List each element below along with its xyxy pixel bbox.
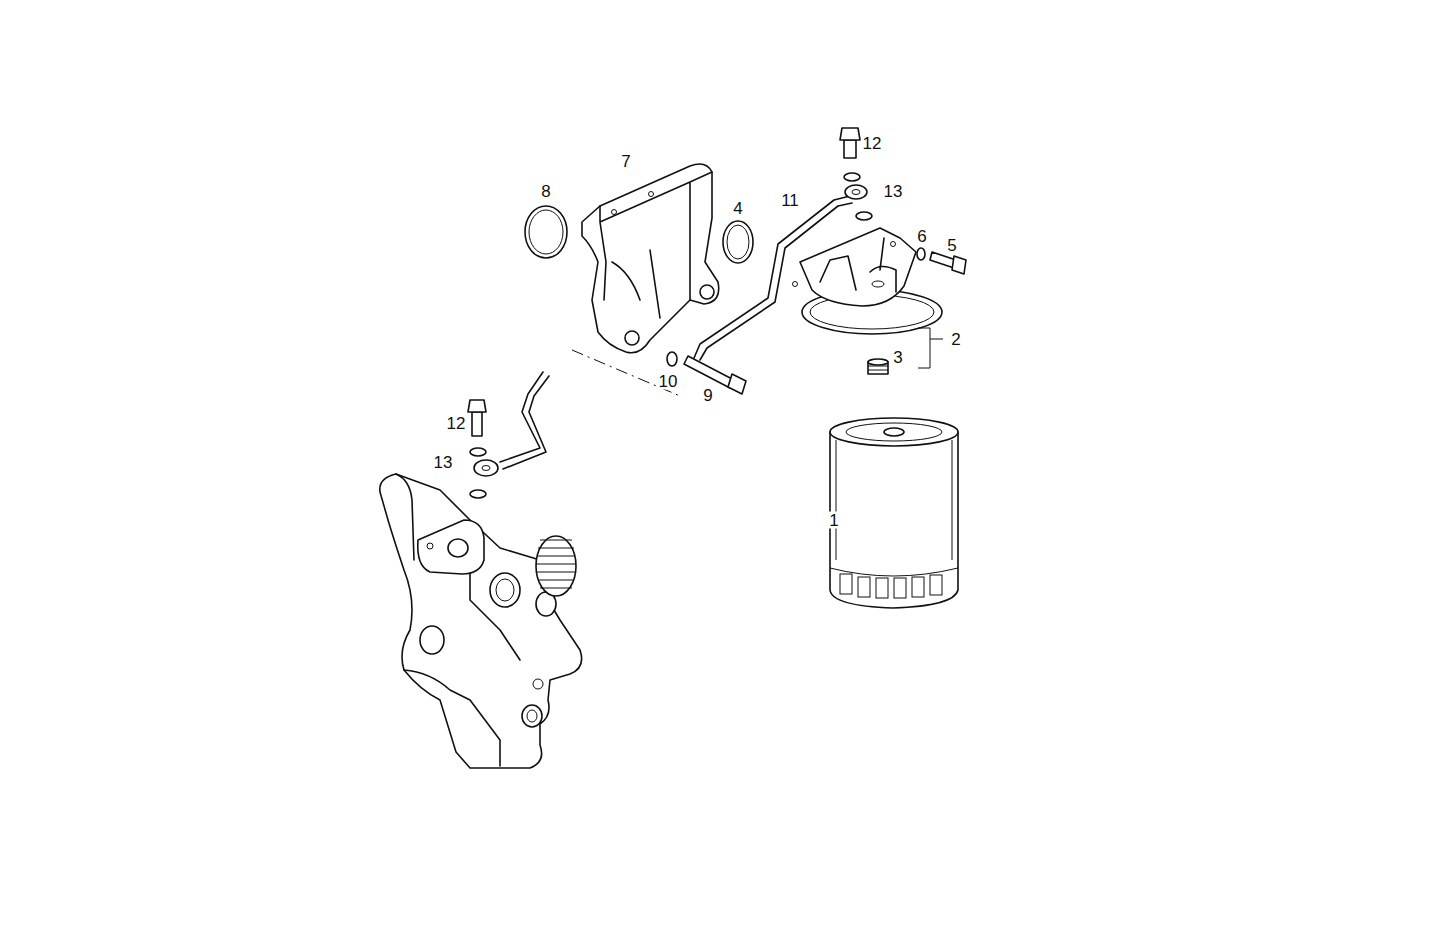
pump-port	[527, 710, 537, 722]
callout-number: 10	[658, 373, 679, 390]
pump-gear	[536, 536, 576, 596]
oil-pipe	[500, 372, 543, 462]
oil-pump-housing	[396, 474, 520, 766]
oil-filter-grip	[840, 574, 942, 598]
callout-number: 4	[732, 200, 743, 217]
oil-filter	[884, 428, 904, 436]
bolt-head	[952, 256, 966, 274]
o-ring	[529, 210, 563, 254]
callout-number: 5	[946, 237, 957, 254]
pump-hole	[427, 543, 433, 549]
callout-number: 13	[883, 183, 904, 200]
continuation-line	[572, 350, 680, 396]
washer	[470, 448, 486, 456]
bolt-head	[840, 128, 860, 140]
oil-filter	[846, 423, 942, 441]
callout-number: 6	[916, 228, 927, 245]
bracket-hole	[700, 285, 714, 299]
pump-flange	[418, 520, 484, 574]
threaded-nipple	[868, 359, 888, 365]
callout-number: 1	[828, 512, 839, 529]
bolt-head	[468, 400, 486, 412]
filter-head-port	[872, 281, 884, 287]
callout-number: 7	[620, 153, 631, 170]
callout-number: 9	[702, 387, 713, 404]
callout-number: 8	[540, 183, 551, 200]
pump-hole	[533, 679, 543, 689]
filter-bracket	[600, 172, 712, 318]
pump-port	[496, 579, 514, 601]
oil-filter	[830, 418, 958, 446]
pump-port	[490, 573, 520, 607]
banjo-fitting	[482, 466, 490, 471]
pump-port	[448, 539, 468, 557]
banjo-fitting	[852, 190, 860, 195]
washer	[667, 352, 677, 366]
washer	[470, 490, 486, 498]
washer	[856, 212, 872, 220]
washer	[844, 173, 860, 181]
bracket-hole	[612, 210, 617, 215]
oil-filter	[830, 432, 958, 608]
pump-port	[420, 626, 444, 654]
callout-number: 2	[950, 331, 961, 348]
bracket-hole	[649, 192, 654, 197]
filter-bracket	[582, 164, 719, 353]
bolt-head	[728, 374, 746, 394]
bracket-hole	[625, 331, 639, 345]
callout-number: 11	[780, 192, 800, 209]
filter-head-hole	[793, 282, 798, 287]
oil-filter	[830, 440, 958, 576]
filter-head	[820, 238, 896, 292]
bolt	[684, 356, 734, 388]
bolt	[472, 412, 482, 436]
filter-head-hole	[891, 242, 896, 247]
pump-gear-teeth	[536, 540, 576, 588]
callout-number: 3	[892, 349, 903, 366]
filter-head	[800, 228, 916, 306]
banjo-fitting	[474, 460, 498, 476]
oil-pipe	[503, 376, 549, 469]
o-ring	[525, 206, 567, 258]
o-ring	[723, 221, 753, 263]
threaded-nipple	[868, 366, 888, 370]
pump-port	[522, 705, 542, 727]
group-bracket	[918, 328, 943, 368]
oil-pump-housing	[380, 474, 582, 768]
bolt	[844, 140, 856, 158]
callout-number: 12	[446, 415, 467, 432]
callout-number: 13	[433, 454, 454, 471]
o-ring	[727, 225, 749, 259]
banjo-fitting	[845, 185, 867, 199]
callout-number: 12	[862, 135, 883, 152]
washer	[917, 248, 925, 260]
